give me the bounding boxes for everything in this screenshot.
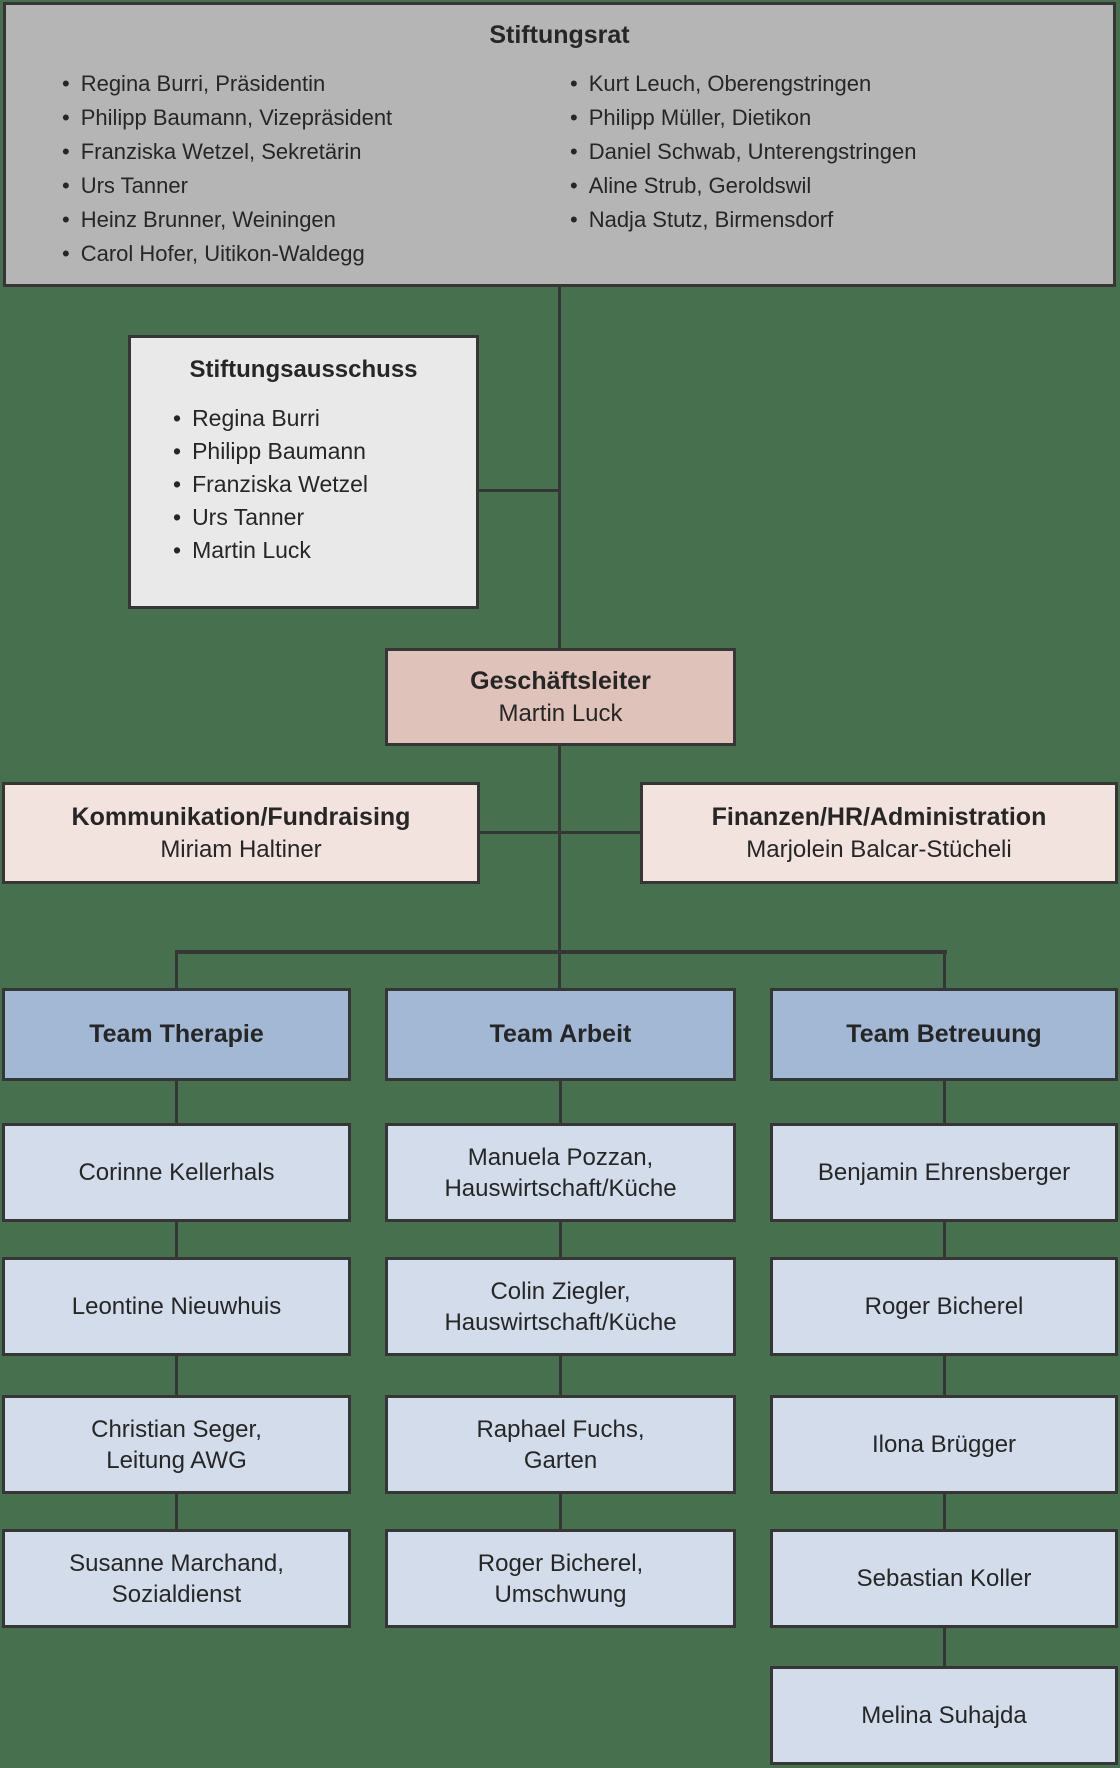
connector-stab-horizontal [479, 831, 642, 834]
connector-teams-horizontal [175, 950, 947, 954]
connector-team-arbeit-stub [558, 950, 561, 988]
connector-stub [559, 1222, 562, 1259]
stiftungsrat-member-columns: Regina Burri, Präsidentin Philipp Bauman… [6, 67, 1113, 271]
team-member: Manuela Pozzan, Hauswirtschaft/Küche [385, 1123, 736, 1222]
connector-main-vertical [558, 287, 561, 953]
team-header-betreuung: Team Betreuung [770, 988, 1118, 1081]
stiftungsausschuss-member: Philipp Baumann [173, 435, 476, 468]
connector-stub [175, 1494, 178, 1531]
stiftungsausschuss-box: Stiftungsausschuss Regina Burri Philipp … [128, 335, 479, 609]
stiftungsrat-member: Philipp Baumann, Vizepräsident [62, 101, 532, 135]
stiftungsrat-member: Kurt Leuch, Oberengstringen [570, 67, 916, 101]
team-column-betreuung: Team Betreuung Benjamin Ehrensberger Rog… [770, 988, 1118, 1766]
connector-team-therapie-stub [175, 950, 178, 988]
connector-stub [559, 1356, 562, 1397]
team-member: Roger Bicherel, Umschwung [385, 1529, 736, 1628]
team-member: Melina Suhajda [770, 1666, 1118, 1765]
connector-stub [942, 1628, 946, 1668]
connector-stub [942, 1494, 946, 1531]
stiftungsausschuss-member: Urs Tanner [173, 501, 476, 534]
stiftungsrat-member: Franziska Wetzel, Sekretärin [62, 135, 532, 169]
finanzen-title: Finanzen/HR/Administration [711, 802, 1047, 831]
team-column-arbeit: Team Arbeit Manuela Pozzan, Hauswirtscha… [385, 988, 736, 1766]
stiftungsrat-member: Nadja Stutz, Birmensdorf [570, 203, 916, 237]
stiftungsrat-column-left: Regina Burri, Präsidentin Philipp Bauman… [62, 67, 532, 271]
stiftungsrat-member: Aline Strub, Geroldswil [570, 169, 916, 203]
stiftungsrat-title: Stiftungsrat [489, 21, 630, 49]
connector-stub [175, 1356, 178, 1397]
team-member: Leontine Nieuwhuis [2, 1257, 351, 1356]
connector-stub [175, 1081, 178, 1125]
stiftungsrat-column-right: Kurt Leuch, Oberengstringen Philipp Müll… [570, 67, 917, 271]
team-member: Colin Ziegler, Hauswirtschaft/Küche [385, 1257, 736, 1356]
connector-ausschuss [479, 489, 560, 492]
stiftungsausschuss-title: Stiftungsausschuss [189, 356, 418, 383]
team-column-therapie: Team Therapie Corinne Kellerhals Leontin… [2, 988, 351, 1766]
finanzen-box: Finanzen/HR/Administration Marjolein Bal… [640, 782, 1118, 884]
kommunikation-name: Miriam Haltiner [160, 835, 322, 863]
stiftungsausschuss-member: Martin Luck [173, 534, 476, 567]
team-member: Benjamin Ehrensberger [770, 1123, 1118, 1222]
team-member: Ilona Brügger [770, 1395, 1118, 1494]
stiftungsrat-member: Regina Burri, Präsidentin [62, 67, 532, 101]
connector-stub [559, 1081, 562, 1125]
team-member: Susanne Marchand, Sozialdienst [2, 1529, 351, 1628]
connector-stub [559, 1494, 562, 1531]
team-member: Raphael Fuchs, Garten [385, 1395, 736, 1494]
connector-stub [175, 1222, 178, 1259]
team-member: Christian Seger, Leitung AWG [2, 1395, 351, 1494]
stiftungsrat-member: Urs Tanner [62, 169, 532, 203]
geschaeftsleiter-box: Geschäftsleiter Martin Luck [385, 648, 736, 746]
team-header-therapie: Team Therapie [2, 988, 351, 1081]
stiftungsrat-member: Heinz Brunner, Weiningen [62, 203, 532, 237]
connector-stub [942, 1222, 946, 1259]
team-header-arbeit: Team Arbeit [385, 988, 736, 1081]
stiftungsausschuss-member-list: Regina Burri Philipp Baumann Franziska W… [173, 402, 476, 567]
team-member: Roger Bicherel [770, 1257, 1118, 1356]
stiftungsrat-member: Carol Hofer, Uitikon-Waldegg [62, 237, 532, 271]
kommunikation-title: Kommunikation/Fundraising [71, 802, 411, 831]
team-member: Sebastian Koller [770, 1529, 1118, 1628]
connector-stub [942, 1356, 946, 1397]
stiftungsrat-box: Stiftungsrat Regina Burri, Präsidentin P… [3, 2, 1116, 287]
stiftungsausschuss-member: Regina Burri [173, 402, 476, 435]
team-member: Corinne Kellerhals [2, 1123, 351, 1222]
connector-stub [942, 1081, 946, 1125]
geschaeftsleiter-name: Martin Luck [498, 699, 623, 727]
stiftungsrat-member: Daniel Schwab, Unterengstringen [570, 135, 917, 169]
connector-team-betreuung-stub [943, 950, 946, 988]
kommunikation-box: Kommunikation/Fundraising Miriam Haltine… [2, 782, 480, 884]
stiftungsrat-member: Philipp Müller, Dietikon [570, 101, 916, 135]
stiftungsausschuss-member: Franziska Wetzel [173, 468, 476, 501]
geschaeftsleiter-title: Geschäftsleiter [470, 666, 651, 695]
finanzen-name: Marjolein Balcar-Stücheli [746, 835, 1012, 863]
